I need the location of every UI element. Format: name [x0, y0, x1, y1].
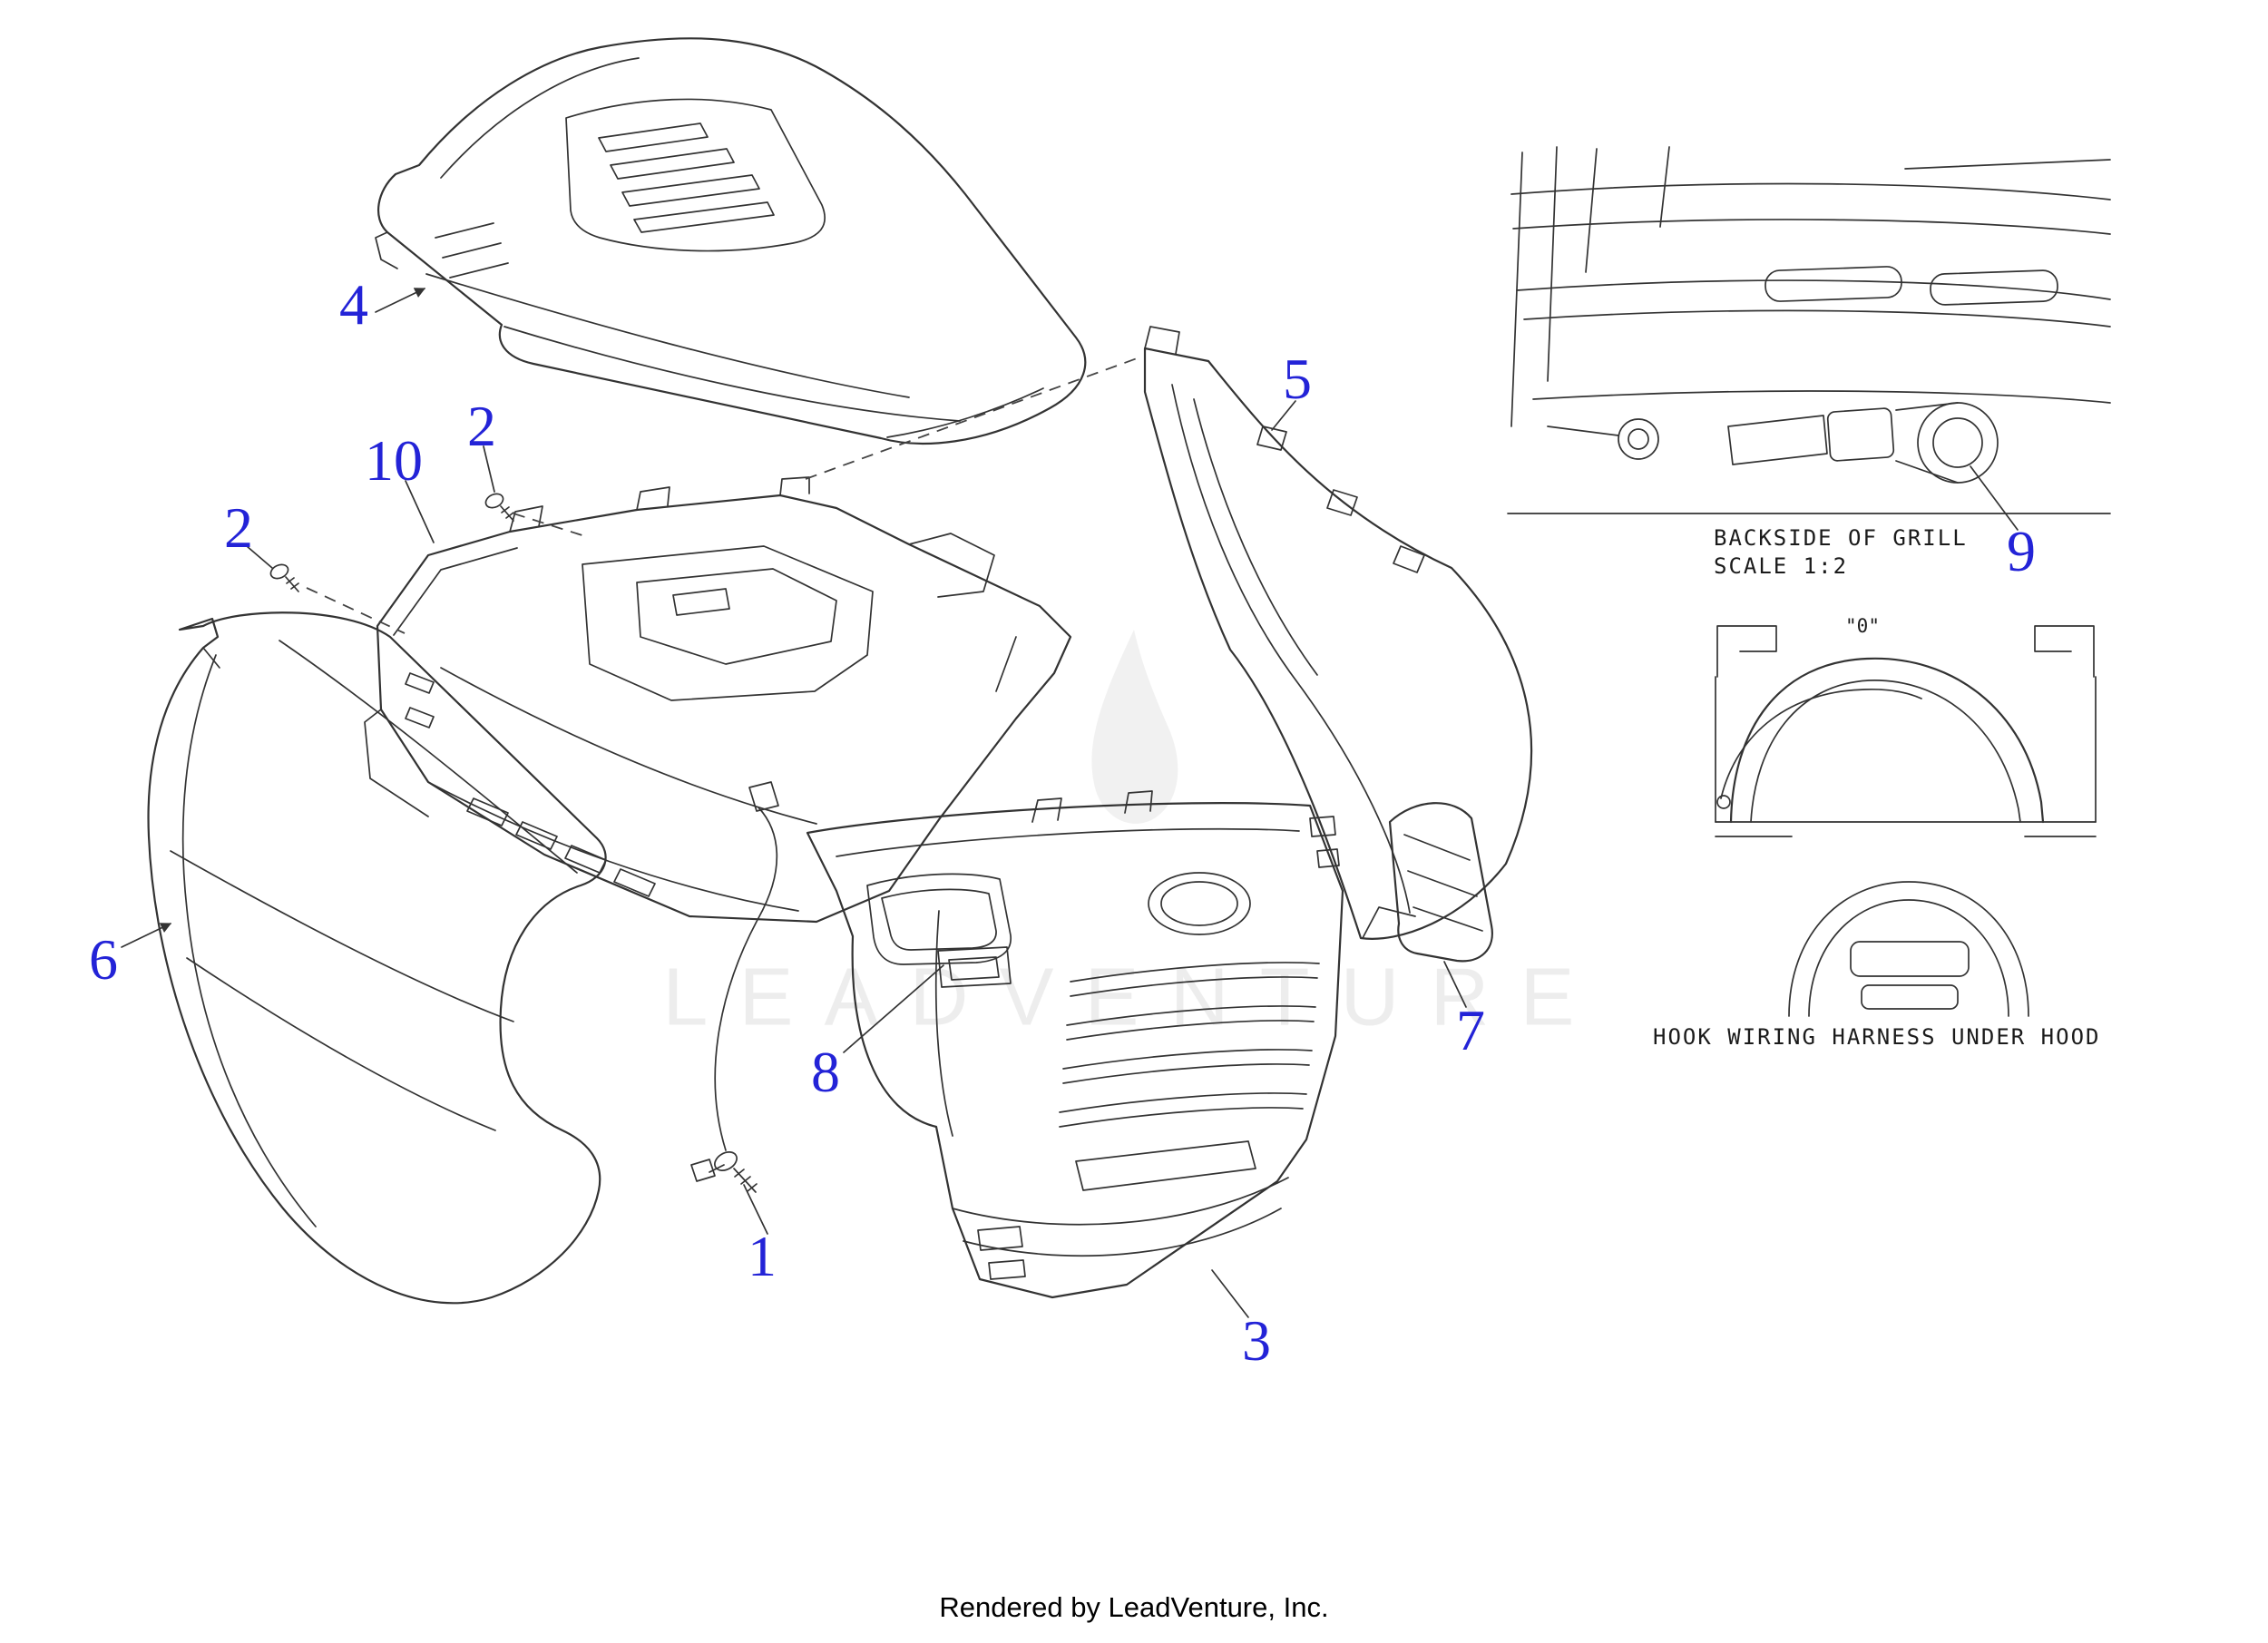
left-side-panel-part-6 — [147, 611, 607, 1305]
bulb-and-harness-part-1 — [690, 781, 779, 1193]
callout-2-upper[interactable]: 2 — [467, 394, 496, 458]
callout-4[interactable]: 4 — [339, 272, 368, 337]
callout-9[interactable]: 9 — [2007, 519, 2036, 583]
headlight-bezel-part-8 — [937, 946, 1012, 988]
inset-caption-line-1: BACKSIDE OF GRILL — [1714, 525, 1968, 551]
hood-top-part-4 — [375, 37, 1087, 445]
screw-part-2-left — [269, 563, 299, 592]
hood-frame-part-10 — [364, 476, 1072, 924]
screw-part-2-upper — [484, 493, 514, 522]
zero-reference-label: "0" — [1845, 615, 1880, 637]
watermark-flame-icon — [1091, 630, 1178, 824]
bracket-part-7 — [1388, 802, 1493, 963]
alignment-dashed-lines — [306, 357, 1140, 634]
inset-caption-line-2: SCALE 1:2 — [1714, 553, 1849, 580]
right-side-panel-part-5 — [1143, 326, 1533, 940]
callout-1[interactable]: 1 — [748, 1224, 777, 1288]
callout-6[interactable]: 6 — [89, 927, 118, 992]
callout-2-left[interactable]: 2 — [224, 495, 253, 560]
watermark-text: LEADVENTURE — [662, 952, 1606, 1043]
inset-hook-harness-art — [1715, 625, 2097, 1017]
grille-part-3 — [806, 790, 1344, 1299]
bulb-socket-part-9 — [1727, 402, 1999, 484]
inset-caption-hook-harness: HOOK WIRING HARNESS UNDER HOOD — [1653, 1024, 2101, 1050]
callout-3[interactable]: 3 — [1242, 1308, 1271, 1373]
callout-5[interactable]: 5 — [1283, 347, 1312, 411]
callout-7[interactable]: 7 — [1456, 998, 1485, 1062]
callout-leader-lines — [121, 288, 2019, 1318]
callout-8[interactable]: 8 — [811, 1040, 840, 1104]
callout-10[interactable]: 10 — [365, 428, 423, 493]
footer-text: Rendered by LeadVenture, Inc. — [939, 1591, 1329, 1623]
inset-caption-backside-of-grill: BACKSIDE OF GRILL SCALE 1:2 — [1714, 524, 1968, 581]
inset-backside-of-grill-art — [1507, 146, 2111, 514]
